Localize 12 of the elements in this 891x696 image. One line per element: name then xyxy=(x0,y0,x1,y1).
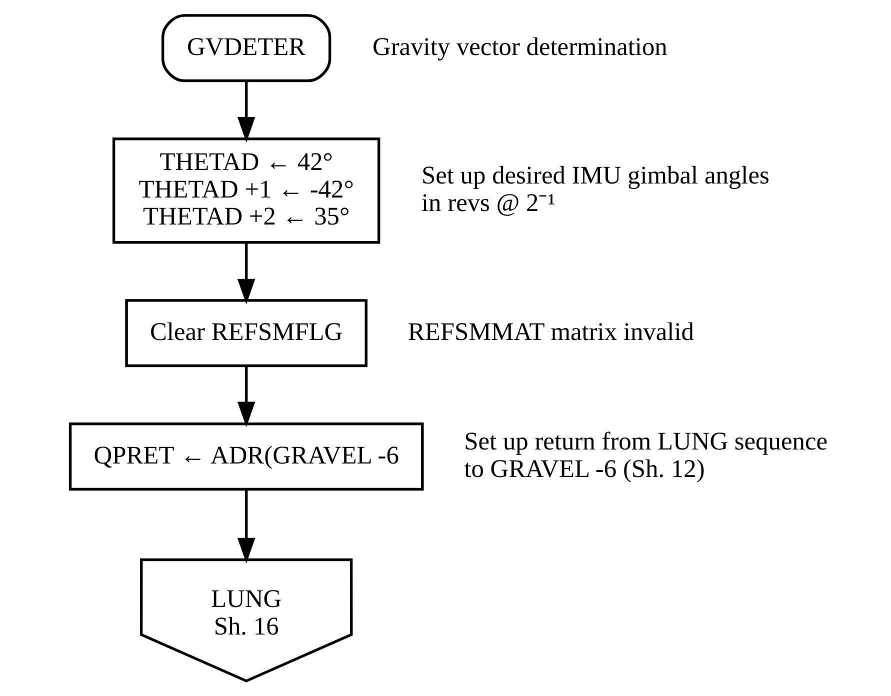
arrow xyxy=(236,242,255,304)
node-box: Clear REFSMFLG xyxy=(124,299,367,368)
arrow xyxy=(236,81,255,142)
node-box: THETAD ← 42° THETAD +1 ← -42° THETAD +2 ← 35° xyxy=(112,138,380,244)
arrow xyxy=(236,489,255,564)
node-label: Set up desired IMU gimbal angles in revs @ 2⁻¹ xyxy=(420,162,769,217)
node-label: Set up return from LUNG sequence to GRAVEL -6 (Sh. 12) xyxy=(464,428,827,483)
node-label: REFSMMAT matrix invalid xyxy=(407,318,694,346)
arrow xyxy=(236,366,255,428)
node-label: Gravity vector determination xyxy=(372,32,667,61)
node-box: GVDETER xyxy=(160,14,331,82)
node-box: QPRET ← ADR(GRAVEL -6 xyxy=(68,422,424,491)
